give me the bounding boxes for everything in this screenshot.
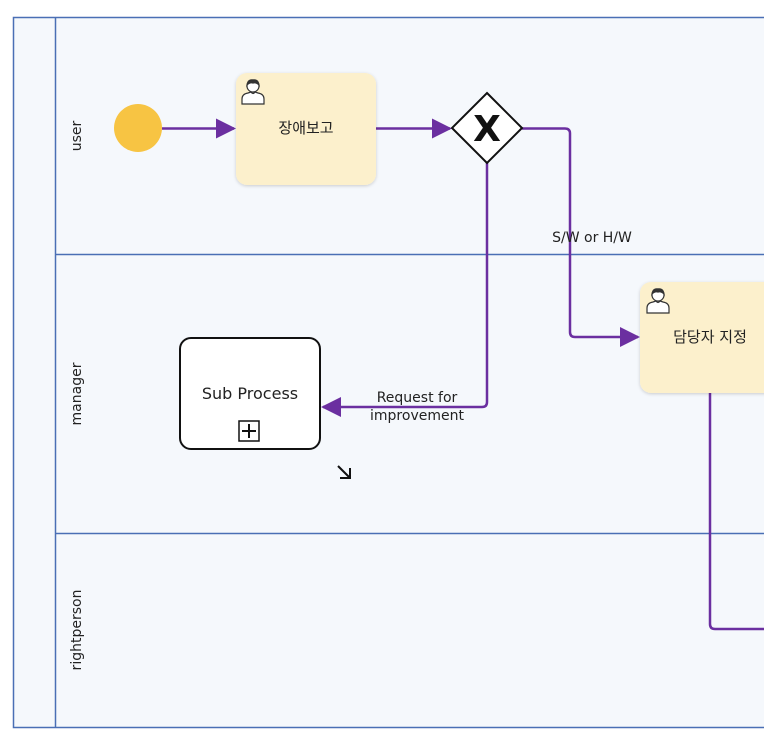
user-icon [646,288,670,314]
resize-arrow-icon[interactable] [337,465,351,479]
lane-label-user[interactable]: user [69,120,85,151]
lane-label-manager[interactable]: manager [69,362,85,425]
task-assign[interactable]: 담당자 지정 [640,282,764,393]
subprocess-box [179,337,321,450]
subprocess-label: Sub Process [202,384,298,403]
task-report[interactable]: 장애보고 [236,73,376,185]
subprocess[interactable]: Sub Process [179,337,321,450]
task-assign-label: 담당자 지정 [673,328,747,346]
gateway-diamond [450,91,524,165]
user-icon [241,79,265,105]
start-event[interactable] [114,104,162,152]
flow-assign-to-rightperson[interactable] [708,393,764,631]
lane-label-rightperson[interactable]: rightperson [69,590,85,671]
task-report-label: 장애보고 [278,119,333,137]
edge-label-request-line1[interactable]: Request for [377,390,458,406]
exclusive-gateway[interactable]: X [450,91,524,165]
edges [162,118,764,631]
task-assign-box [640,282,764,393]
edge-label-request-line2[interactable]: improvement [370,408,464,424]
flow-gateway-to-assign[interactable] [522,127,640,347]
edge-label-sw-hw[interactable]: S/W or H/W [552,230,632,246]
gateway-x-icon: X [473,109,501,150]
task-report-box [236,73,376,185]
flow-gateway-to-subprocess[interactable] [321,163,489,417]
subprocess-plus-icon[interactable] [238,420,260,442]
